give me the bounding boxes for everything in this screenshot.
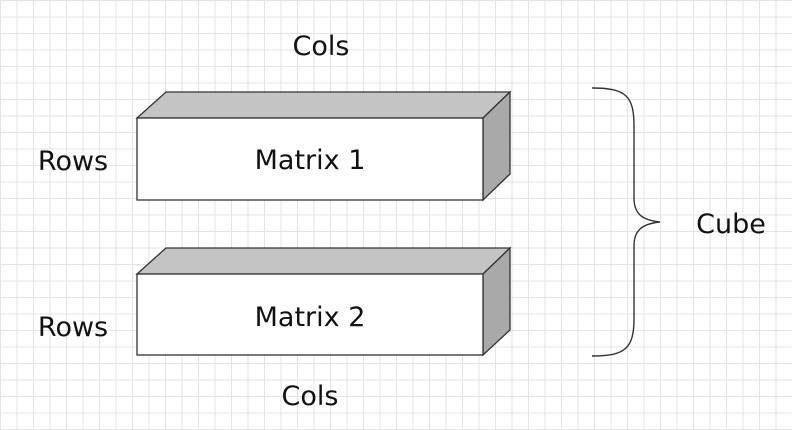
matrix-2-title: Matrix 2 [255,302,366,333]
matrix-2-top-face [135,247,512,275]
matrix-1-front-face [136,117,484,201]
bottom-cols-label: Cols [282,381,339,412]
matrix-2-box: Matrix 2 [135,246,512,357]
matrix-1-top-face [135,91,512,119]
cube-label: Cube [696,209,766,240]
matrix-1-rows-label: Rows [38,146,108,177]
matrix-2-rows-label: Rows [38,312,108,343]
matrix-1-title: Matrix 1 [255,145,366,176]
matrix-2-front-face [136,273,484,356]
matrix-1-box: Matrix 1 [135,90,512,202]
top-cols-label: Cols [293,31,350,62]
cube-brace [591,87,661,357]
